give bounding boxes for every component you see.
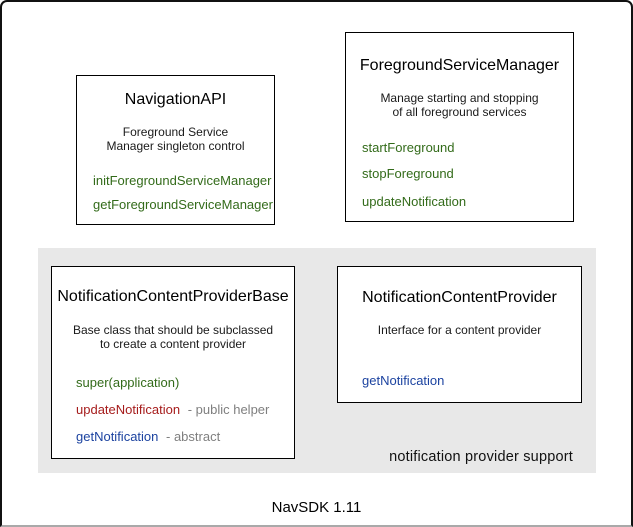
method-name: startForeground: [362, 140, 455, 155]
method-name: getNotification: [362, 373, 445, 388]
class-description-line: Manage starting and stopping: [380, 91, 539, 105]
class-description-line: Interface for a content provider: [377, 323, 542, 337]
method-name: getNotification: [76, 429, 159, 444]
class-box-notification-content-provider: NotificationContentProvider Interface fo…: [337, 266, 582, 403]
method-annotation: - public helper: [187, 402, 270, 417]
method-row: initForegroundServiceManager: [93, 173, 271, 188]
class-box-navigation-api: NavigationAPI Foreground Service Manager…: [76, 75, 275, 225]
method-name: updateNotification: [76, 402, 181, 417]
method-name: stopForeground: [362, 166, 454, 181]
class-description: Foreground Service Manager singleton con…: [77, 125, 274, 153]
method-row: getForegroundServiceManager: [93, 197, 273, 212]
method-row: updateNotification - public helper: [76, 402, 269, 417]
class-description-line: Foreground Service: [122, 125, 229, 139]
class-title: NotificationContentProvider: [362, 289, 557, 306]
method-row: startForeground: [362, 140, 455, 155]
class-description-line: Manager singleton control: [106, 139, 245, 153]
class-description: Base class that should be subclassed to …: [52, 323, 294, 351]
sdk-version-label: NavSDK 1.11: [271, 499, 362, 516]
class-title: ForegroundServiceManager: [359, 57, 560, 74]
method-row: stopForeground: [362, 166, 454, 181]
class-box-notification-content-provider-base: NotificationContentProviderBase Base cla…: [51, 266, 295, 459]
method-row: getNotification: [362, 373, 444, 388]
method-name: updateNotification: [362, 194, 467, 209]
method-annotation: - abstract: [166, 429, 221, 444]
method-row: updateNotification: [362, 194, 466, 209]
method-row: super(application): [76, 375, 179, 390]
method-row: getNotification - abstract: [76, 429, 220, 444]
class-title: NotificationContentProviderBase: [57, 288, 289, 305]
method-name: initForegroundServiceManager: [93, 173, 272, 188]
class-description: Manage starting and stopping of all fore…: [346, 91, 573, 119]
class-description: Interface for a content provider: [338, 323, 581, 337]
class-title: NavigationAPI: [124, 91, 227, 108]
group-label: notification provider support: [389, 449, 573, 465]
class-description-line: of all foreground services: [392, 105, 527, 119]
class-box-foreground-service-manager: ForegroundServiceManager Manage starting…: [345, 32, 574, 222]
class-description-line: Base class that should be subclassed: [72, 323, 274, 337]
method-name: getForegroundServiceManager: [93, 197, 273, 212]
class-description-line: to create a content provider: [99, 337, 247, 351]
method-name: super(application): [76, 375, 180, 390]
